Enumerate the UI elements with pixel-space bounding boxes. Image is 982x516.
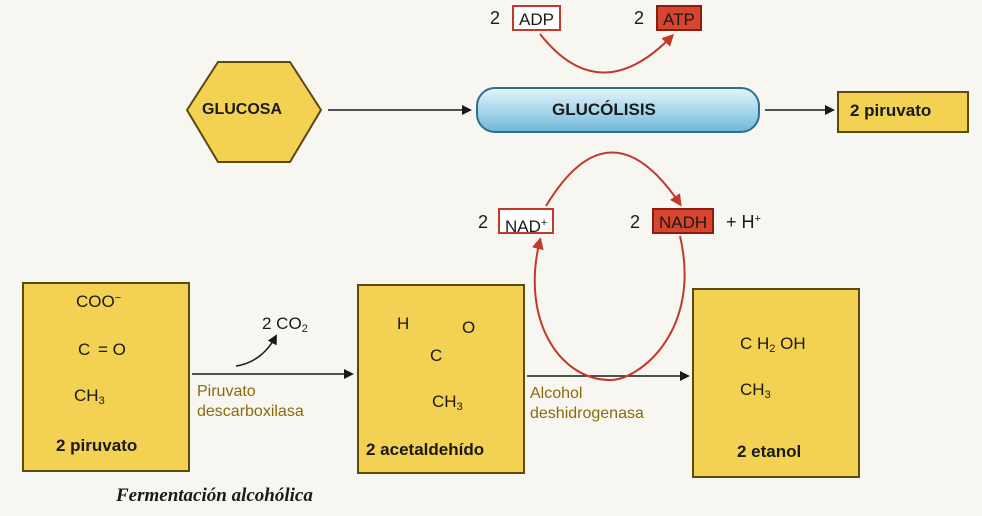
adp-tag: ADP [512,5,561,31]
enzyme1-line1: Piruvato [197,383,256,400]
pyruvate-box [22,282,190,472]
enzyme2-line1: Alcohol [530,385,583,402]
nadh-regeneration-loop [532,235,686,382]
nad-text: NAD [505,217,541,236]
h-plus-text: + H [726,212,755,232]
nad-tag: NAD+ [498,208,555,236]
acetaldehyde-h: H [397,314,410,333]
glucose-label: GLUCOSA [202,101,282,118]
ethanol-ch2oh: C H2 OH [740,334,806,355]
adp-to-atp-arc [539,33,675,74]
pyruvate-carbon: C [78,340,91,359]
acetaldehyde-ch-sub: 3 [456,401,463,413]
pyruvate-label: 2 piruvato [56,436,138,455]
ethanol-ch3: CH3 [740,380,771,401]
atp-coefficient: 2 [634,8,645,28]
glycolysis-label: GLUCÓLISIS [552,100,656,119]
nadh-coefficient: 2 [630,212,641,232]
co2-text: 2 CO [262,314,302,333]
glucose-hexagon [185,61,323,163]
acetaldehyde-label: 2 acetaldehído [366,440,485,459]
pyruvate-ch3: CH3 [74,386,105,407]
pyruvate-coo: COO− [76,292,121,312]
ethanol-top-text: C H [740,334,770,353]
pyruvate-ch-sub: 3 [98,395,105,407]
nad-to-nadh-arc [545,151,682,207]
co2-label: 2 CO2 [262,314,308,335]
pyruvate-product-box [837,91,969,133]
acetaldehyde-box [357,284,525,474]
ethanol-label: 2 etanol [737,442,802,461]
ethanol-ch-sub: 3 [764,389,771,401]
acetaldehyde-o: O [462,318,476,337]
co2-sub: 2 [301,323,308,335]
pyruvate-coo-text: COO [76,292,115,311]
nadh-tag: NADH [652,208,715,234]
acetaldehyde-carbon: C [430,346,443,365]
ethanol-oh-text: OH [775,334,806,353]
enzyme2-line2: deshidrogenasa [530,405,644,422]
acetaldehyde-ch-text: CH [432,392,457,411]
enzyme1-line2: descarboxilasa [197,403,304,420]
nad-coefficient: 2 [478,212,489,232]
acetaldehyde-ch3: CH3 [432,392,463,413]
nad-superscript: + [540,217,548,229]
h-plus-superscript: + [754,213,761,225]
pyruvate-ch-text: CH [74,386,99,405]
enzyme-alcohol-dehydrogenase: Alcohol deshidrogenasa [530,384,644,424]
adp-coefficient: 2 [490,8,501,28]
ethanol-box [692,288,860,478]
pyruvate-double-o: = O [98,340,126,359]
co2-release-arrow [235,334,277,367]
glycolysis-capsule [476,87,760,133]
pyruvate-coo-charge: − [114,292,122,304]
ethanol-h-sub: 2 [769,343,776,355]
figure-caption: Fermentación alcohólica [116,485,313,506]
atp-tag: ATP [656,5,702,31]
h-plus-label: + H+ [726,212,761,233]
enzyme-pyruvate-decarboxylase: Piruvato descarboxilasa [197,382,304,422]
pyruvate-product-label: 2 piruvato [850,101,932,120]
ethanol-ch-text: CH [740,380,765,399]
